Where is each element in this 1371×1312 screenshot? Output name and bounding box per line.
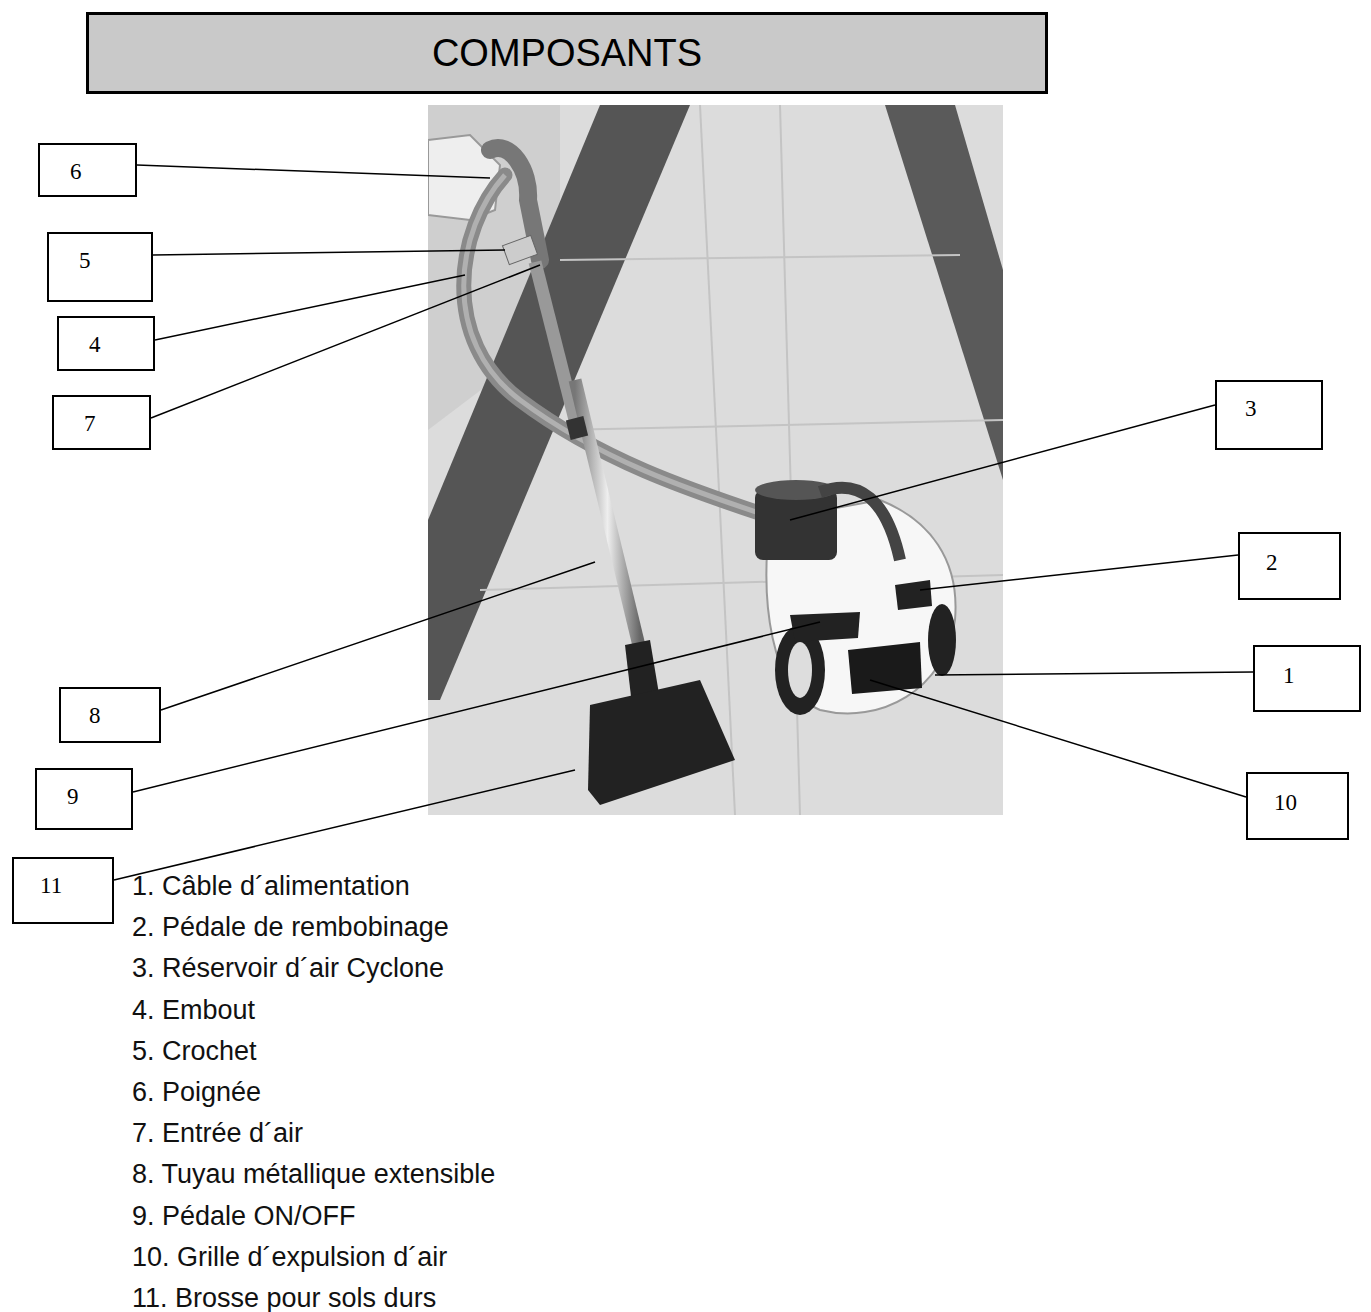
callout-number: 10 [1274,790,1297,816]
title-box: COMPOSANTS [86,12,1048,94]
component-label: 3. Réservoir d´air Cyclone [132,952,444,984]
component-label: 7. Entrée d´air [132,1117,303,1149]
component-label: 10. Grille d´expulsion d´air [132,1241,447,1273]
callout-box: 11 [12,857,114,924]
callout-box: 5 [47,232,153,302]
component-label: 4. Embout [132,994,255,1026]
title: COMPOSANTS [432,32,702,75]
component-label: 8. Tuyau métallique extensible [132,1158,495,1190]
callout-box: 3 [1215,380,1323,450]
callout-box: 2 [1238,532,1341,600]
callout-box: 10 [1246,772,1349,840]
callout-number: 11 [40,873,62,899]
callout-box: 6 [38,143,137,197]
callout-number: 1 [1283,663,1295,689]
callout-number: 5 [79,248,91,274]
callout-box: 1 [1253,645,1361,712]
callout-number: 6 [70,159,82,185]
callout-number: 7 [84,411,96,437]
component-label: 9. Pédale ON/OFF [132,1200,356,1232]
callout-number: 4 [89,332,101,358]
leader-lines [114,165,1253,880]
callout-box: 8 [59,687,161,743]
callout-box: 7 [52,395,151,450]
callout-number: 8 [89,703,101,729]
callout-box: 9 [35,768,133,830]
callout-number: 9 [67,784,79,810]
callout-box: 4 [57,316,155,371]
callout-number: 3 [1245,396,1257,422]
component-label: 1. Câble d´alimentation [132,870,410,902]
photo [428,105,1003,815]
component-label: 5. Crochet [132,1035,257,1067]
component-label: 11. Brosse pour sols durs [132,1282,436,1312]
callout-number: 2 [1266,550,1278,576]
component-label: 6. Poignée [132,1076,261,1108]
component-label: 2. Pédale de rembobinage [132,911,449,943]
